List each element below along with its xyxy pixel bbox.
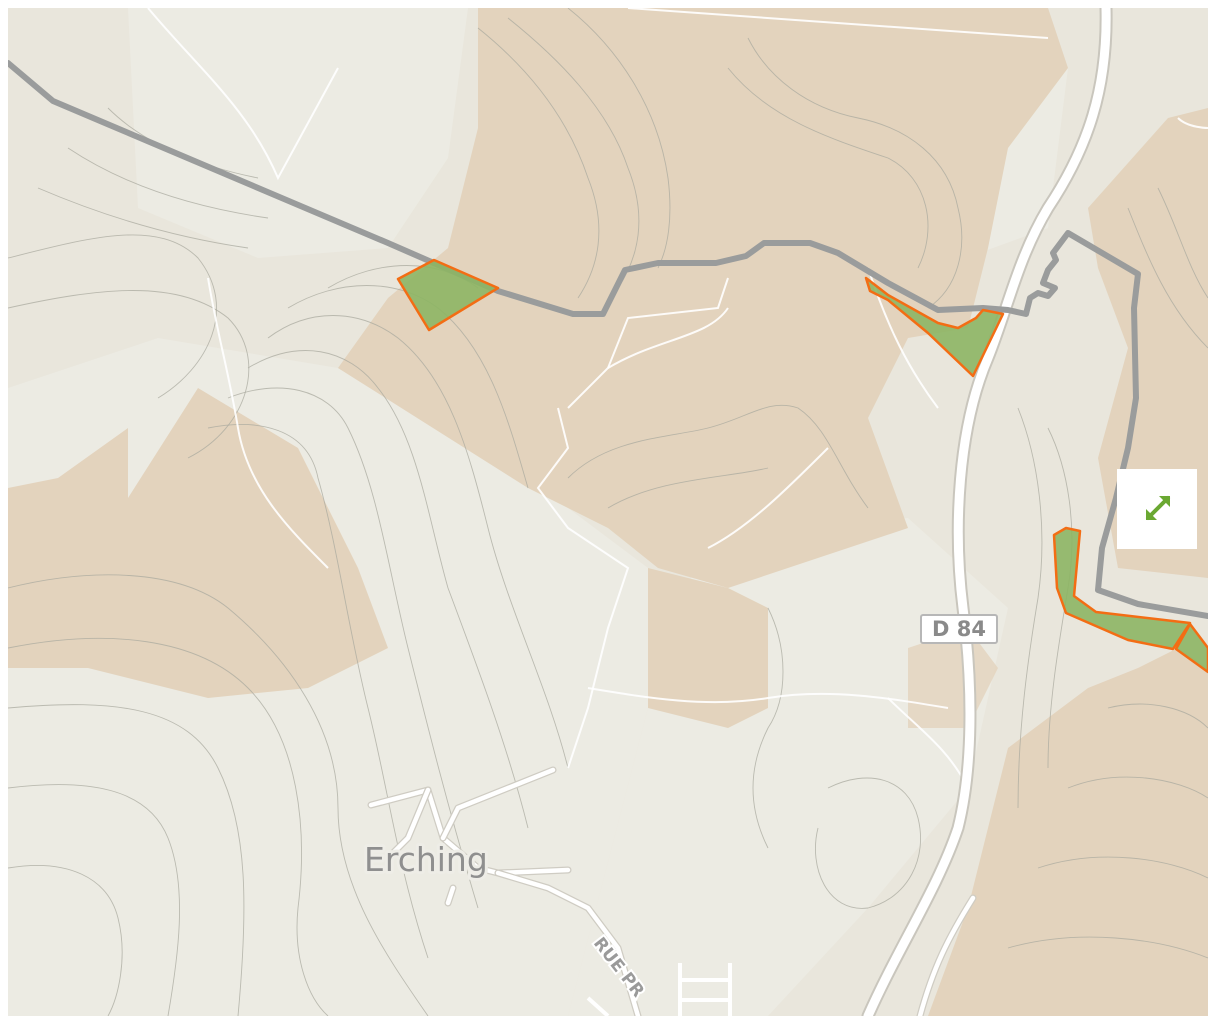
building-outlines (586, 963, 732, 1016)
expand-arrows-icon (1146, 496, 1170, 520)
parcel-1[interactable] (396, 258, 500, 332)
forest-areas (8, 8, 1208, 1016)
parcel-2[interactable] (864, 276, 1005, 378)
highlighted-parcels (396, 258, 1208, 674)
fullscreen-button[interactable] (1117, 469, 1197, 549)
parcel-4[interactable] (1174, 622, 1208, 674)
village-streets (367, 766, 642, 1016)
map-canvas[interactable]: Erching RUE PR (8, 8, 1208, 1016)
administrative-boundary (8, 60, 1208, 619)
place-label: Erching (364, 840, 488, 879)
contour-lines (8, 8, 1208, 1016)
road-d84 (861, 8, 1113, 1016)
road-shield-d84: D 84 (920, 614, 998, 644)
map-view[interactable]: Erching RUE PR D 84 (8, 8, 1208, 1016)
